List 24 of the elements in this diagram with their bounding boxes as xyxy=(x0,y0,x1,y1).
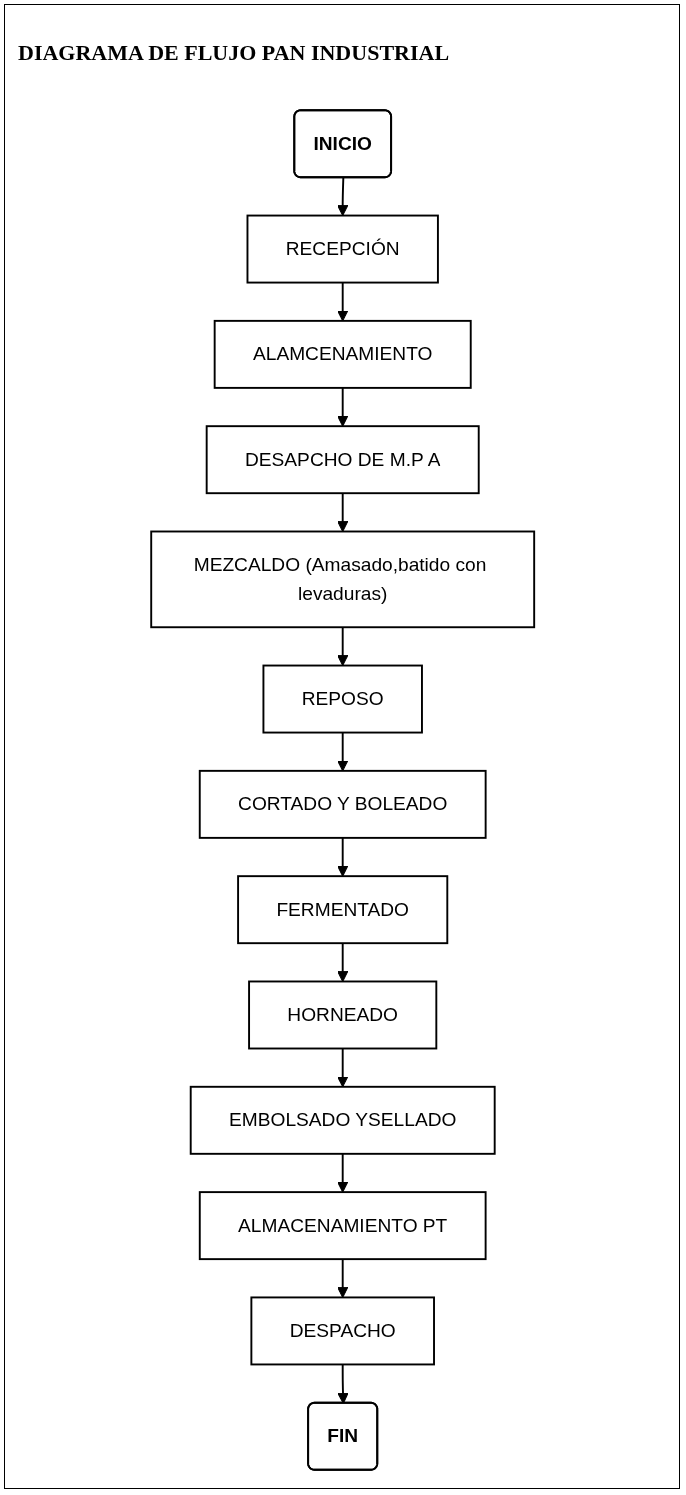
arrow xyxy=(337,1363,349,1404)
arrow xyxy=(337,386,349,427)
arrow xyxy=(337,176,349,217)
node-box: CORTADO Y BOLEADO xyxy=(199,769,487,839)
arrow xyxy=(337,942,349,982)
arrow xyxy=(337,626,349,667)
node-box: ALMACENAMIENTO PT xyxy=(199,1191,487,1261)
node-box: REPOSO xyxy=(262,664,424,734)
node-box: ALAMCENAMIENTO xyxy=(214,319,472,389)
arrow xyxy=(337,281,349,322)
arrow xyxy=(337,1258,349,1298)
node-box: HORNEADO xyxy=(248,980,438,1050)
node-box: DESPACHO xyxy=(250,1296,436,1366)
arrow xyxy=(337,1152,349,1193)
node-box: MEZCALDO (Amasado,batido con levaduras) xyxy=(150,530,536,629)
node-box: DESAPCHO DE M.P A xyxy=(206,425,480,495)
arrow xyxy=(337,731,349,772)
node-box: RECEPCIÓN xyxy=(246,214,440,284)
arrow xyxy=(337,1047,349,1088)
arrow xyxy=(337,836,349,877)
diagram-title: DIAGRAMA DE FLUJO PAN INDUSTRIAL xyxy=(18,40,450,66)
arrow xyxy=(337,492,349,532)
node-box: EMBOLSADO YSELLADO xyxy=(190,1085,496,1155)
node-box: FERMENTADO xyxy=(237,875,449,945)
